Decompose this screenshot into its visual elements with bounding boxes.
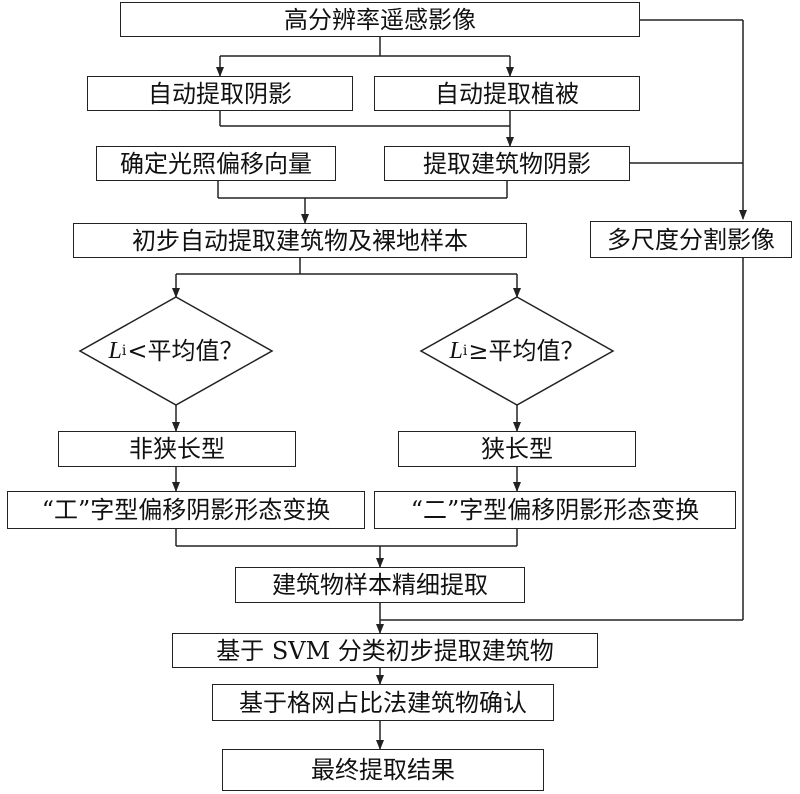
- decision-right-var: L: [449, 338, 463, 364]
- node-gong-shape-transform: “工”字型偏移阴影形态变换: [7, 491, 365, 529]
- decision-right-sub: i: [462, 343, 468, 359]
- node-refine-samples: 建筑物样本精细提取: [235, 567, 525, 603]
- node-multiscale-segmentation: 多尺度分割影像: [590, 221, 792, 258]
- node-source-imagery: 高分辨率遥感影像: [120, 2, 640, 37]
- decision-left-sub: i: [121, 343, 127, 359]
- decision-diamond-right: [419, 296, 615, 406]
- node-final-result: 最终提取结果: [222, 749, 544, 791]
- node-grid-ratio-confirmation: 基于格网占比法建筑物确认: [212, 684, 554, 721]
- decision-diamond-left: [78, 296, 274, 406]
- node-svm-classification: 基于 SVM 分类初步提取建筑物: [172, 633, 598, 668]
- node-extract-vegetation: 自动提取植被: [374, 76, 640, 111]
- decision-right-cond: ≥平均值？: [468, 337, 585, 365]
- node-initial-sample-extraction: 初步自动提取建筑物及裸地样本: [73, 223, 527, 258]
- decision-left-var: L: [108, 338, 122, 364]
- node-light-offset-vector: 确定光照偏移向量: [96, 146, 336, 181]
- node-er-shape-transform: “二”字型偏移阴影形态变换: [374, 491, 736, 529]
- node-non-narrow-type: 非狭长型: [58, 431, 296, 467]
- node-extract-shadow: 自动提取阴影: [87, 76, 353, 111]
- node-extract-building-shadow: 提取建筑物阴影: [384, 146, 630, 181]
- decision-left-cond: <平均值？: [127, 337, 244, 365]
- node-narrow-type: 狭长型: [398, 431, 636, 467]
